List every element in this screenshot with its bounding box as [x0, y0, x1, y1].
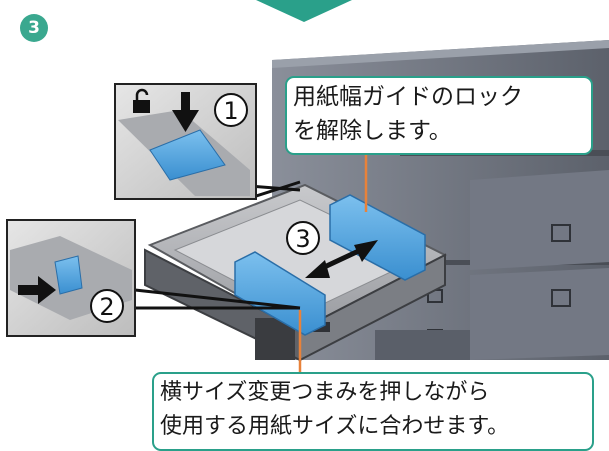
marker-2: 2	[90, 289, 124, 323]
callout-adjust-guide: 横サイズ変更つまみを押しながら 使用する用紙サイズに合わせます。	[152, 372, 594, 451]
callout-adjust-line2: 使用する用紙サイズに合わせます。	[160, 414, 510, 439]
step-number-badge: 3	[20, 14, 48, 42]
marker-3: 3	[286, 221, 320, 255]
callout-unlock-line1: 用紙幅ガイドのロック	[293, 84, 523, 110]
down-arrow-icon	[172, 92, 199, 132]
marker-1: 1	[214, 93, 248, 127]
unlock-icon	[133, 88, 150, 113]
callout-adjust-line1: 横サイズ変更つまみを押しながら	[160, 380, 490, 405]
marker-2-label: 2	[99, 293, 114, 321]
inset-lock-detail	[114, 83, 301, 200]
callout-unlock-line2: を解除します。	[293, 118, 452, 144]
paper-tray	[144, 155, 448, 374]
callout-unlock-guide: 用紙幅ガイドのロック を解除します。	[285, 76, 593, 155]
paper-width-guide-left[interactable]	[234, 251, 326, 336]
marker-3-label: 3	[295, 225, 310, 253]
step-pointer-triangle	[256, 0, 352, 22]
slide-double-arrow-icon	[305, 240, 378, 278]
push-arrow-icon	[18, 276, 56, 304]
paper-width-guide-right[interactable]	[329, 194, 426, 281]
marker-1-label: 1	[223, 97, 238, 125]
